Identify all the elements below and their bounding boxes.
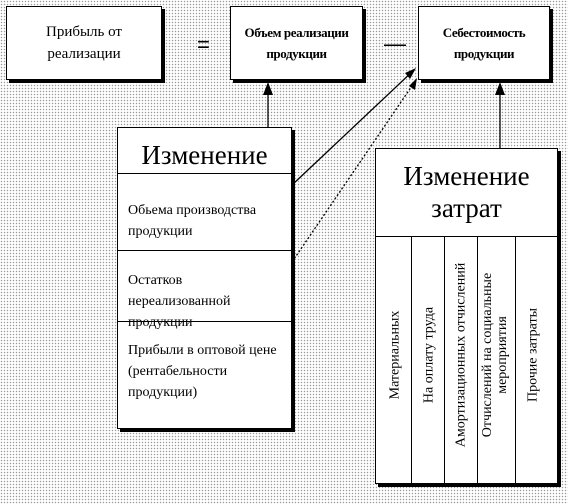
change-box: Изменение Обьема производства продукции …: [117, 127, 292, 429]
cost-change-box: Изменение затрат Материальных На оплату …: [375, 148, 558, 484]
change-title-divider: [118, 173, 291, 174]
cost-column-social-label: Отчислений на социальные мероприятия: [479, 272, 510, 438]
cost-col-divider-3: [477, 237, 478, 483]
arrowhead-cost: [495, 82, 505, 95]
change-title: Изменение: [141, 140, 268, 170]
cost-column-other-label: Прочие затраты: [525, 307, 540, 403]
change-divider-2: [118, 321, 291, 322]
arrowhead-volume: [405, 68, 416, 79]
arrowhead-revenue: [263, 82, 273, 95]
cost-col-divider-4: [515, 237, 516, 483]
cost-change-title-divider: [376, 236, 557, 237]
cost-column-social: Отчислений на социальные мероприятия: [479, 237, 510, 473]
cost-column-labor-label: На оплату труда: [421, 306, 436, 404]
cost-column-labor: На оплату труда: [414, 237, 443, 473]
revenue-label: Объем реализации продукции: [244, 25, 349, 61]
arrowhead-stocks: [409, 78, 417, 90]
profit-box: Прибыль от реализации: [6, 6, 162, 80]
cost-column-materials: Материальных: [380, 237, 409, 473]
cost-column-depreciation-label: Амортизационных отчислений: [453, 262, 468, 448]
cost-label: Себестоимость продукции: [442, 25, 526, 61]
cost-column-materials-label: Материальных: [387, 310, 402, 400]
cost-column-other: Прочие затраты: [518, 237, 547, 473]
change-item-stocks: Остатков нереализованной продукции: [128, 273, 231, 330]
change-item-profit-price: Прибыли в оптовой цене (рентабельности п…: [128, 343, 277, 400]
cost-col-divider-2: [444, 237, 445, 483]
cost-col-divider-1: [411, 237, 412, 483]
profit-label: Прибыль от реализации: [45, 24, 122, 62]
cost-change-title: Изменение затрат: [403, 161, 530, 223]
revenue-box: Объем реализации продукции: [230, 6, 363, 80]
arrow-stocks-to-cost: [291, 79, 417, 263]
minus-sign: —: [384, 31, 406, 56]
change-item-volume: Обьема производства продукции: [128, 203, 257, 239]
equals-sign: =: [197, 32, 210, 57]
cost-column-depreciation: Амортизационных отчислений: [446, 237, 475, 473]
change-divider-1: [118, 250, 291, 251]
arrow-volume-to-cost: [291, 69, 415, 186]
cost-box: Себестоимость продукции: [418, 6, 550, 80]
